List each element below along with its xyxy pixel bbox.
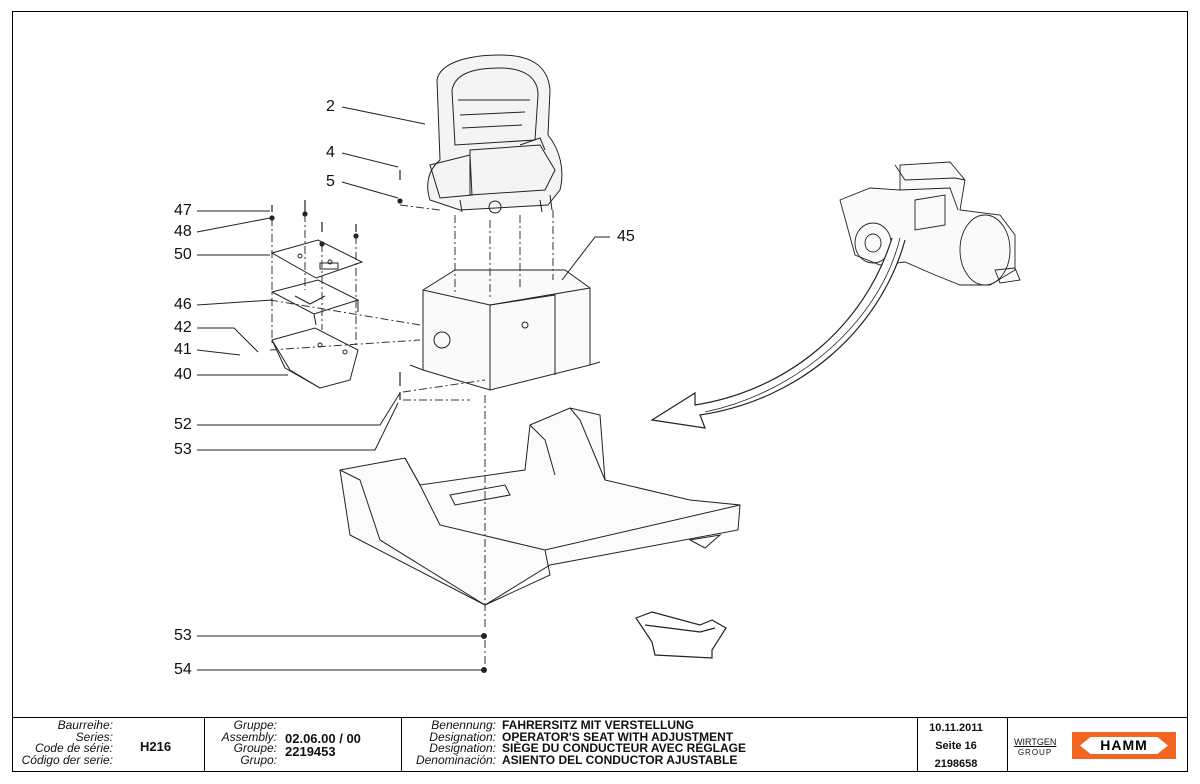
group-label-en: Assembly: — [221, 729, 277, 744]
seat-part-2 — [427, 54, 563, 214]
hamm-logo-text: HAMM — [1100, 737, 1148, 753]
group-value: 02.06.00 / 00 — [285, 731, 361, 746]
callout-50: 50 — [174, 246, 192, 263]
group-cell — [205, 718, 402, 772]
title-block — [12, 717, 1188, 772]
designation-label-es: Denominación: — [415, 752, 496, 767]
designation-label-en: Designation: — [429, 729, 496, 744]
series-value: H216 — [140, 739, 172, 754]
callout-40: 40 — [174, 366, 192, 383]
designation-label-fr: Designation: — [429, 741, 496, 755]
drawing-sheet-border — [12, 11, 1188, 772]
hamm-logo-badge: HAMM — [1080, 737, 1168, 754]
date: 10.11.2011 — [929, 722, 983, 734]
wirtgen-group-logo: WIRTGEN GROUP — [1014, 733, 1056, 763]
callout-46: 46 — [174, 296, 192, 313]
curved-arrow — [650, 237, 906, 429]
plate-part-50 — [270, 239, 364, 279]
callout-48: 48 — [174, 223, 192, 240]
series-label-de: Baurreihe: — [57, 718, 113, 732]
designation-es: ASIENTO DEL CONDUCTOR AJUSTABLE — [502, 752, 738, 767]
wirtgen-logo-subtext: GROUP — [1017, 748, 1053, 757]
designation-fr: SIÈGE DU CONDUCTEUR AVEC RÉGLAGE — [502, 741, 747, 755]
callout-42: 42 — [174, 319, 192, 336]
callout-53-lower: 53 — [174, 627, 192, 644]
hamm-logo: HAMM — [1072, 732, 1176, 759]
callout-4: 4 — [326, 144, 335, 161]
callout-53-upper: 53 — [174, 441, 192, 458]
group-number: 2219453 — [285, 744, 336, 759]
series-label-fr: Code de série: — [34, 741, 113, 755]
series-label-en: Series: — [75, 729, 113, 744]
page-number: Seite 16 — [935, 740, 977, 752]
callout-2: 2 — [326, 98, 335, 115]
series-cell — [12, 718, 205, 772]
group-label-es: Grupo: — [240, 752, 277, 767]
callout-45: 45 — [617, 228, 635, 245]
designation-de: FAHRERSITZ MIT VERSTELLUNG — [502, 718, 694, 732]
tray-part-40 — [271, 327, 359, 389]
callout-52: 52 — [174, 416, 192, 433]
group-label-de: Gruppe: — [233, 718, 277, 732]
group-label-fr: Groupe: — [233, 741, 277, 755]
callout-54: 54 — [174, 661, 192, 678]
series-label-es: Código der serie: — [21, 752, 113, 767]
plate-part-46 — [270, 279, 360, 326]
wirtgen-logo-text: WIRTGEN — [1014, 737, 1057, 747]
document-number: 2198658 — [934, 758, 978, 770]
designation-label-de: Benennung: — [431, 718, 496, 732]
screw-parts-47 — [269, 170, 403, 400]
designation-en: OPERATOR'S SEAT WITH ADJUSTMENT — [502, 729, 734, 744]
date-page-cell — [918, 718, 1008, 772]
callout-5: 5 — [326, 173, 335, 190]
floor-plate — [339, 407, 741, 606]
roller-machine-illustration — [839, 161, 1021, 286]
callout-47: 47 — [174, 202, 192, 219]
designation-cell — [402, 718, 918, 772]
seat-box-part-45 — [409, 269, 601, 391]
forward-direction-arrow — [635, 611, 727, 659]
callout-41: 41 — [174, 341, 192, 358]
